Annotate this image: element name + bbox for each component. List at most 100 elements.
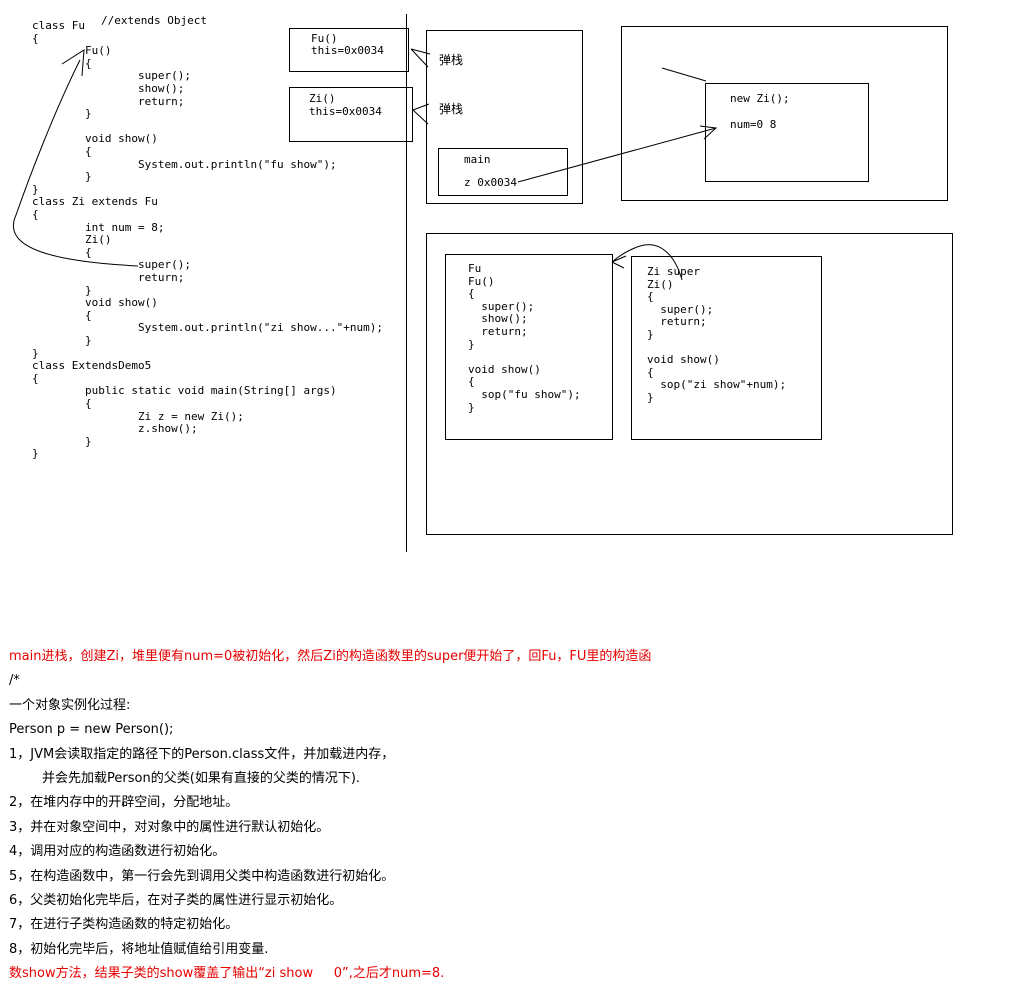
code-line: { <box>32 397 92 410</box>
code-line: { <box>32 308 92 322</box>
heap-stroke <box>661 67 707 82</box>
note-line: /* <box>9 673 20 689</box>
zi-class-line: { <box>647 365 654 379</box>
note-line: 一个对象实例化过程: <box>9 697 131 713</box>
code-line: } <box>32 107 92 121</box>
note-line: 1，JVM会读取指定的路径下的Person.class文件，并加载进内存， <box>9 746 395 762</box>
zi-class-line: Zi() <box>647 277 674 291</box>
code-line: super(); <box>32 258 191 272</box>
note-line: 8，初始化完毕后，将地址值赋值给引用变量. <box>9 941 269 957</box>
code-line: return; <box>32 271 185 284</box>
code-line: super(); <box>32 69 191 83</box>
fu-class-line: } <box>468 400 475 414</box>
note-line: 3，并在对象空间中，对对象中的属性进行默认初始化。 <box>9 819 330 835</box>
heap-object-num: num=0 8 <box>730 118 777 131</box>
fu-class-line: } <box>468 337 475 351</box>
zi-pop-arrow <box>412 103 430 125</box>
code-line: Zi() <box>32 233 112 247</box>
note-line: main进栈，创建Zi，堆里便有num=0被初始化，然后Zi的构造函数里的sup… <box>9 649 652 664</box>
fu-frame-this: this=0x0034 <box>311 44 384 57</box>
code-line: class Zi extends Fu <box>32 195 158 209</box>
code-line: { <box>32 56 92 70</box>
code-line: { <box>32 31 39 45</box>
code-line: } <box>32 434 92 448</box>
code-line: public static void main(String[] args) <box>32 384 337 398</box>
fu-frame-name: Fu() <box>311 32 338 45</box>
fu-class-line: { <box>468 287 475 301</box>
fu-class-line: super(); <box>468 299 535 313</box>
code-line: void show() <box>32 296 158 310</box>
code-line: { <box>32 371 39 385</box>
note-line: 2，在堆内存中的开辟空间，分配地址。 <box>9 795 239 811</box>
reference-arrow <box>517 127 717 183</box>
code-line: void show() <box>32 132 158 146</box>
code-line: class Fu <box>32 19 85 32</box>
code-line: } <box>32 447 39 461</box>
fu-class-line: show(); <box>468 312 528 326</box>
code-line: return; <box>32 94 185 108</box>
zi-frame-name: Zi() <box>309 92 336 105</box>
main-frame-name: main <box>464 153 491 166</box>
fu-class-line: sop("fu show"); <box>468 388 581 401</box>
fu-class-line: void show() <box>468 362 541 376</box>
zi-class-line: void show() <box>647 353 720 367</box>
code-line: } <box>32 346 39 360</box>
code-line: z.show(); <box>32 422 198 436</box>
zi-class-line: sop("zi show"+num); <box>647 378 787 392</box>
fu-class-line: { <box>468 375 475 389</box>
fu-class-line: Fu() <box>468 274 495 288</box>
code-line: { <box>32 145 92 158</box>
zi-stack-frame: Zi() this=0x0034 <box>289 87 413 142</box>
method-area-region <box>426 233 953 535</box>
zi-class-line: { <box>647 290 654 304</box>
note-line: 4，调用对应的构造函数进行初始化。 <box>9 844 226 860</box>
main-stack-frame: main z 0x0034 <box>438 148 568 196</box>
note-line: 数show方法，结果子类的show覆盖了输出“zi show 0”,之后才num… <box>9 966 445 982</box>
code-line: class ExtendsDemo5 <box>32 359 152 373</box>
code-line: System.out.println("fu show"); <box>32 157 337 171</box>
extends-object-comment: //extends Object <box>101 14 207 27</box>
note-line: 7，在进行子类构造函数的特定初始化。 <box>9 917 239 933</box>
note-line: 6，父类初始化完毕后，在对子类的属性进行显示初始化。 <box>9 892 343 908</box>
main-frame-ref: z 0x0034 <box>464 176 517 189</box>
code-line: } <box>32 283 92 297</box>
pop-label-2: 弹栈 <box>439 102 464 116</box>
zi-class-line: } <box>647 328 654 341</box>
zi-class-line: Zi super <box>647 265 700 278</box>
zi-class-line: super(); <box>647 302 714 316</box>
note-line: 5，在构造函数中，第一行会先到调用父类中构造函数进行初始化。 <box>9 868 395 884</box>
zi-class-line: return; <box>647 315 707 329</box>
code-line: { <box>32 245 92 259</box>
fu-class-line: Fu <box>468 262 482 275</box>
fu-pop-arrow <box>410 48 431 68</box>
note-line: Person p = new Person(); <box>9 722 174 738</box>
super-call-curve <box>13 59 139 267</box>
code-line: } <box>32 170 92 184</box>
super-call-arrowhead <box>61 49 85 77</box>
code-line: System.out.println("zi show..."+num); <box>32 321 383 335</box>
zi-heap-object: new Zi(); num=0 8 <box>705 83 869 182</box>
code-line: { <box>32 208 39 221</box>
note-line: 并会先加载Person的父类(如果有直接的父类的情况下). <box>9 770 361 786</box>
zi-frame-this: this=0x0034 <box>309 105 382 118</box>
code-line: int num = 8; <box>32 220 165 234</box>
zi-class-line: } <box>647 391 654 404</box>
zi-super-curve <box>611 244 683 281</box>
heap-object-new: new Zi(); <box>730 92 790 105</box>
code-line: Zi z = new Zi(); <box>32 409 244 423</box>
fu-stack-frame: Fu() this=0x0034 <box>289 28 409 72</box>
fu-class-line: return; <box>468 325 528 338</box>
code-line: Fu() <box>32 44 112 58</box>
zi-super-arrowhead <box>611 255 627 269</box>
code-line: show(); <box>32 82 185 95</box>
heap-region <box>621 26 948 201</box>
stack-region: 弹栈 弹栈 <box>426 30 583 204</box>
reference-arrowhead <box>699 125 718 140</box>
pop-label-1: 弹栈 <box>439 53 464 67</box>
notes-section: main进栈，创建Zi，堆里便有num=0被初始化，然后Zi的构造函数里的sup… <box>9 645 1009 986</box>
vertical-divider <box>406 14 407 552</box>
code-line: } <box>32 334 92 347</box>
